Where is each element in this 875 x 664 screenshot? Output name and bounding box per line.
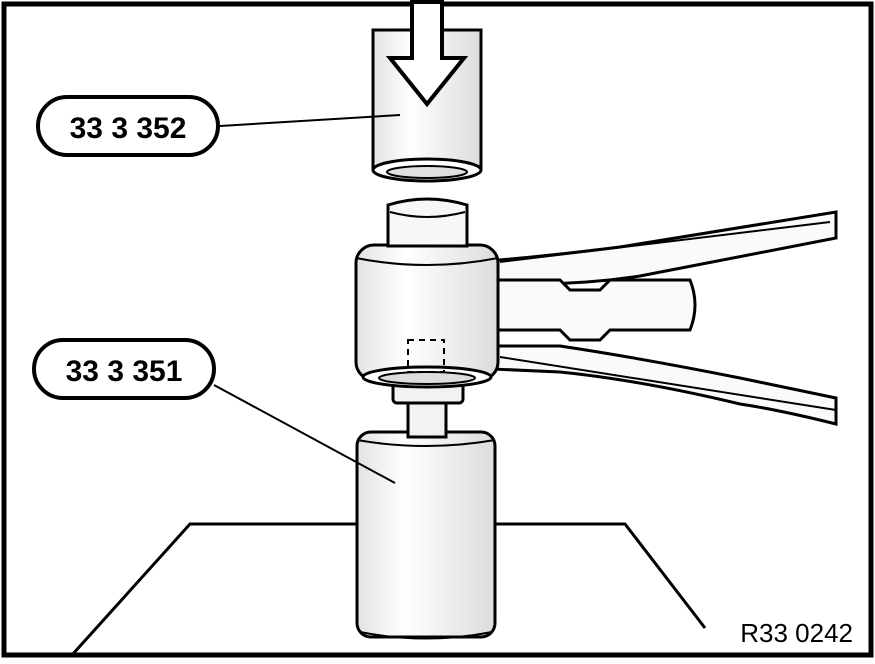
lower-support-tool [355, 373, 497, 640]
callout-upper-tool: 33 3 352 [36, 95, 220, 157]
leader-line-lower-tool [213, 384, 396, 484]
leader-line-upper-tool [219, 114, 401, 127]
callout-upper-tool-label: 33 3 352 [70, 112, 187, 145]
callout-lower-tool-label: 33 3 351 [66, 355, 183, 388]
figure-reference-code: R33 0242 [740, 618, 853, 648]
press-bed [70, 522, 707, 657]
press-force-arrow-icon [385, 0, 469, 108]
callout-lower-tool: 33 3 351 [32, 338, 216, 400]
bushing-eye [354, 197, 500, 389]
